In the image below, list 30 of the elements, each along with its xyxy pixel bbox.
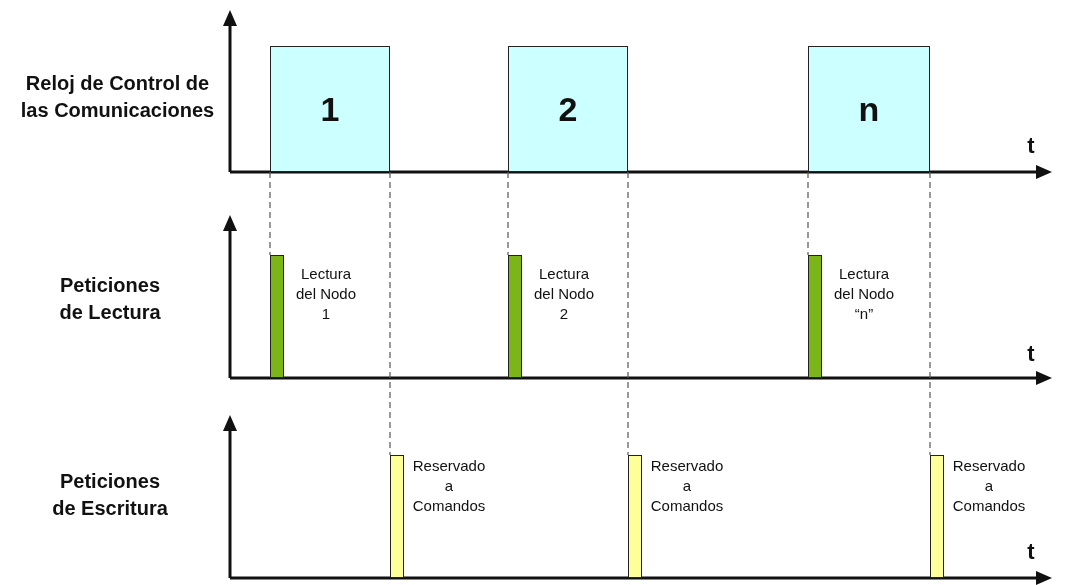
bar-caption: Lectura del Nodo 2 (532, 264, 595, 324)
dashed-guide-line (929, 171, 931, 456)
axis-label: t (1026, 340, 1036, 367)
row-title: Peticiones de Lectura (58, 273, 162, 325)
bar-caption: Reservado a Comandos (411, 456, 487, 516)
bar-caption: Lectura del Nodo 1 (294, 264, 357, 324)
request-bar (390, 455, 404, 578)
pulse-number: 2 (558, 89, 578, 129)
request-bar (270, 255, 284, 378)
clock-pulse (808, 46, 930, 172)
request-bar (808, 255, 822, 378)
request-bar (508, 255, 522, 378)
bar-caption: Reservado a Comandos (951, 456, 1027, 516)
request-bar (628, 455, 642, 578)
pulse-number: 1 (320, 89, 340, 129)
dashed-guide-line (627, 171, 629, 456)
dashed-guide-line (807, 171, 809, 256)
dashed-guide-line (269, 171, 271, 256)
axis-label: t (1026, 132, 1036, 159)
bar-caption: Lectura del Nodo “n” (832, 264, 895, 324)
row-title: Reloj de Control de las Comunicaciones (20, 71, 215, 123)
request-bar (930, 455, 944, 578)
clock-pulse (508, 46, 628, 172)
pulse-number: n (858, 89, 880, 129)
bar-caption: Reservado a Comandos (649, 456, 725, 516)
dashed-guide-line (507, 171, 509, 256)
dashed-guide-line (389, 171, 391, 456)
clock-pulse (270, 46, 390, 172)
row-title: Peticiones de Escritura (51, 469, 169, 521)
axis-label: t (1026, 538, 1036, 565)
